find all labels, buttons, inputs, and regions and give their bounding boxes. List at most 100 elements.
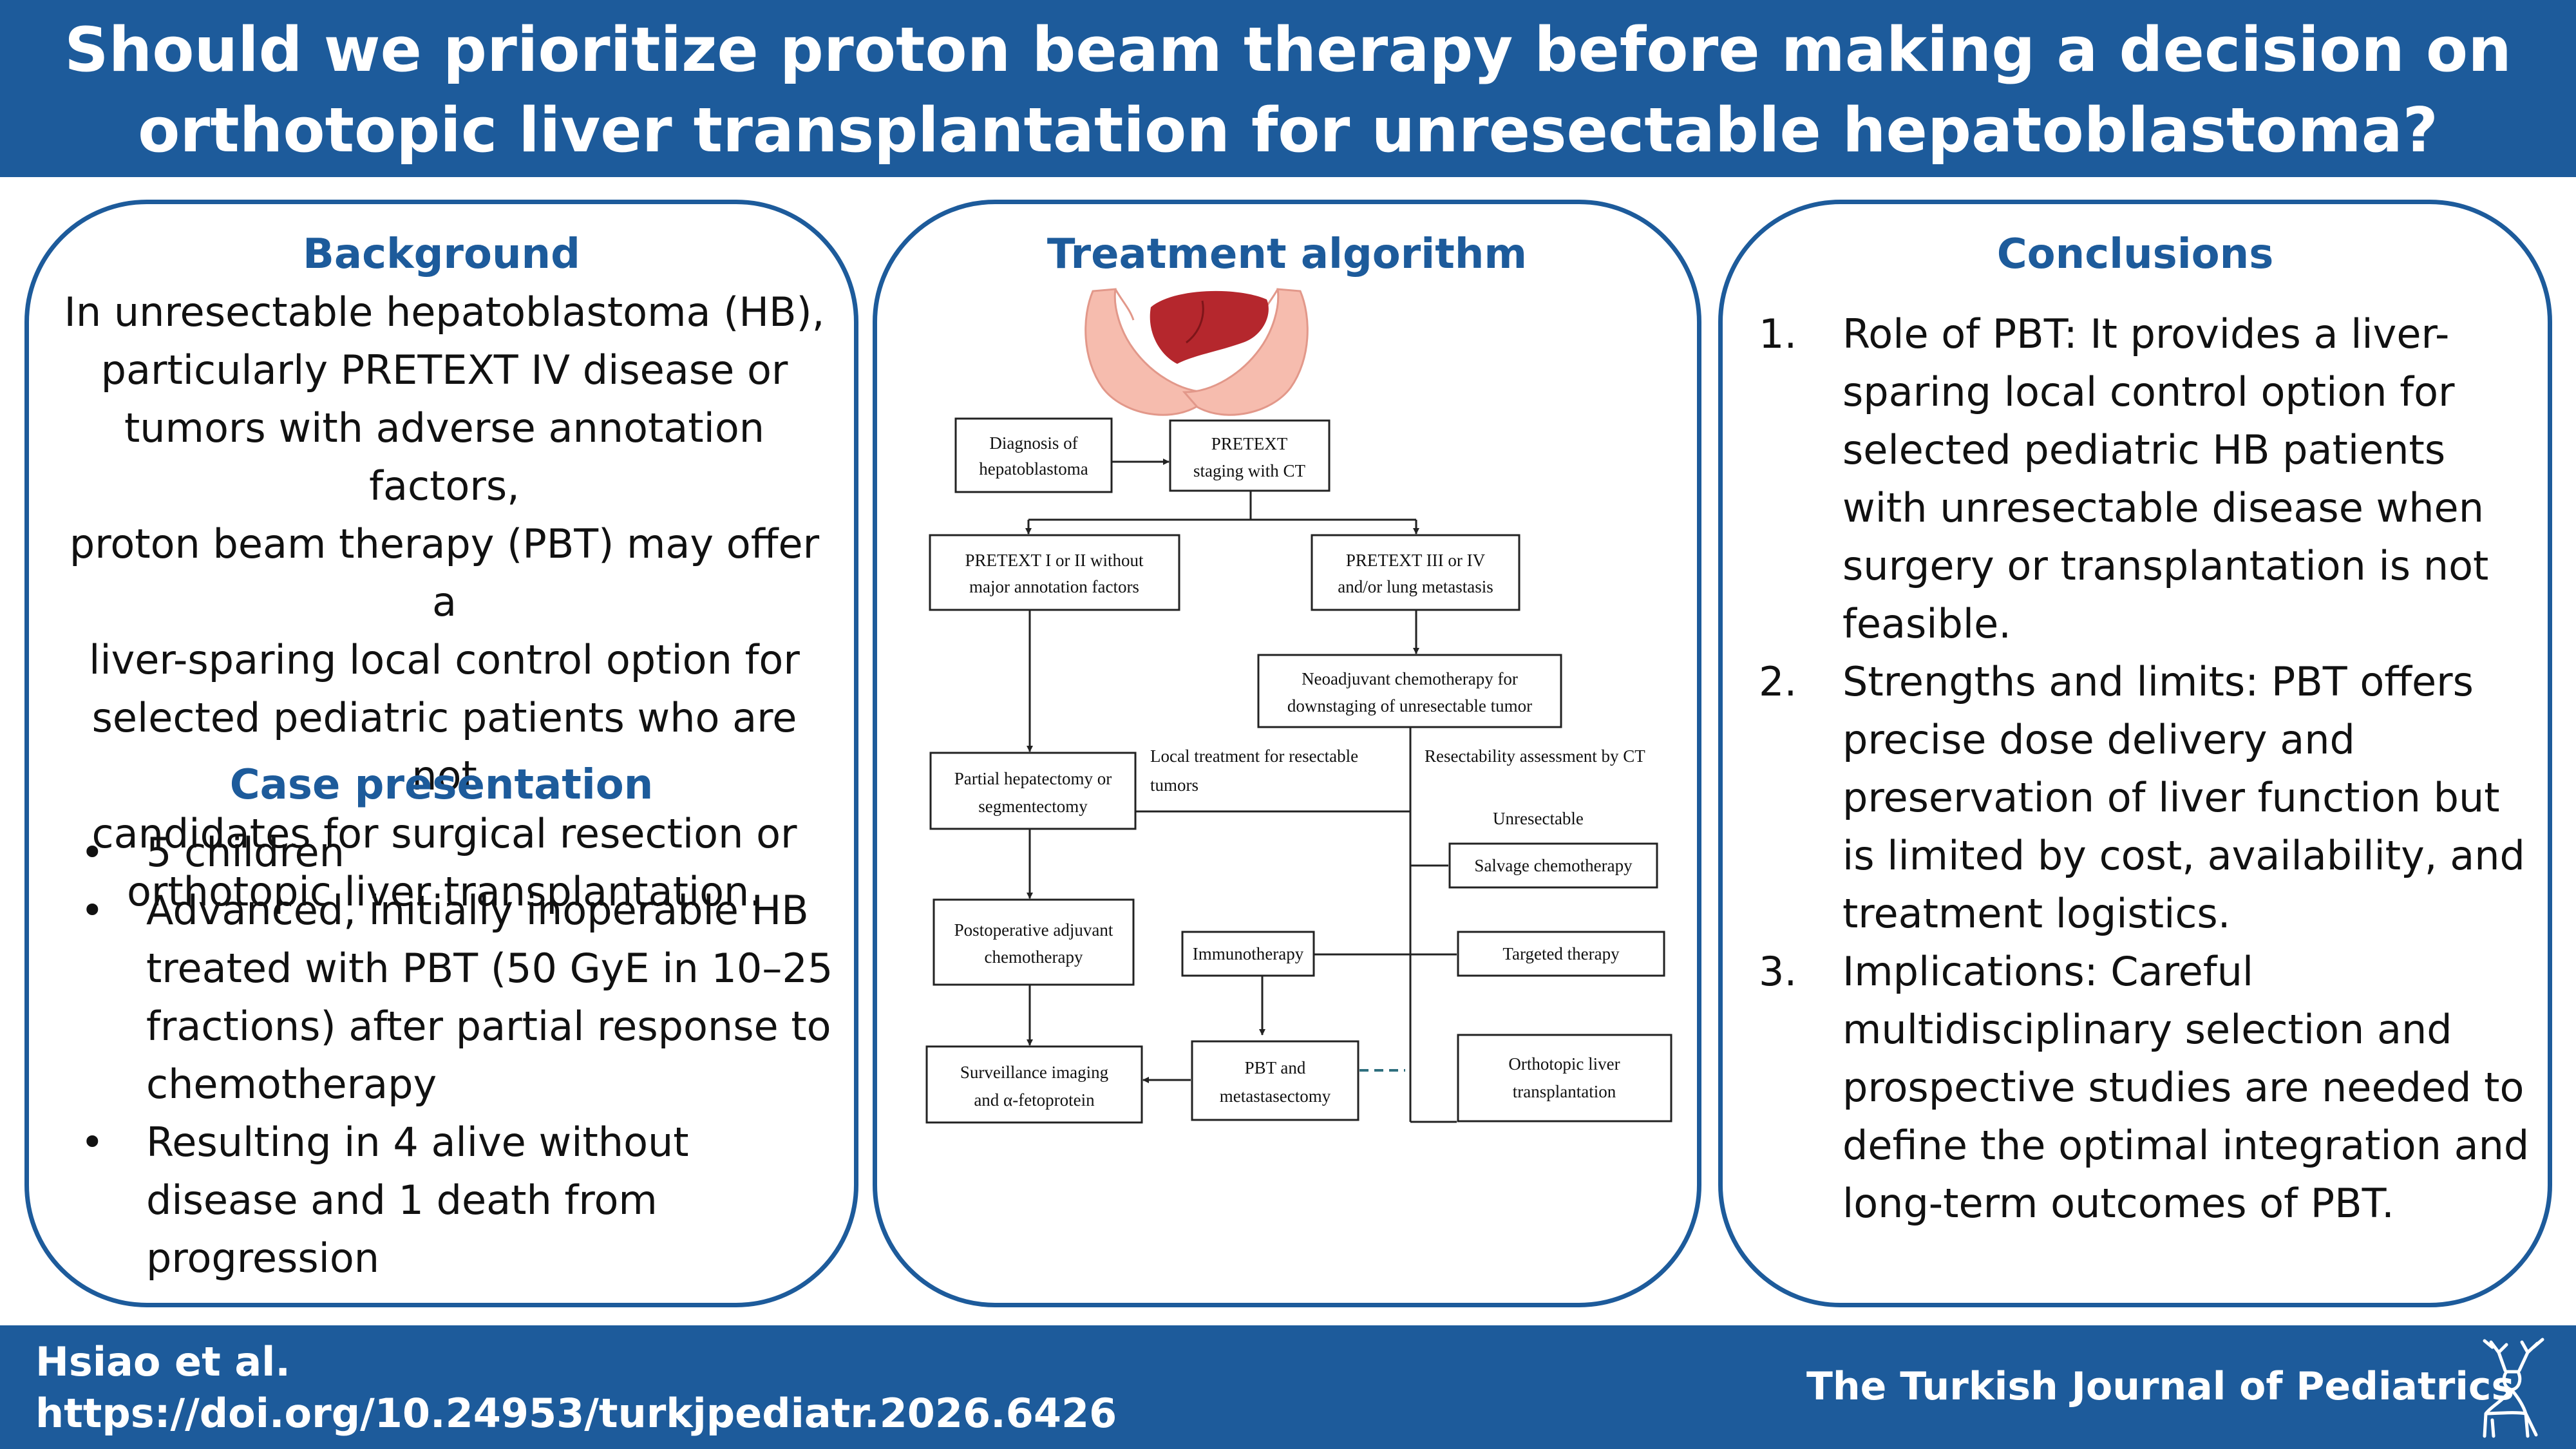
box-olt-line: Orthotopic liver xyxy=(1508,1054,1620,1074)
case-bullet: • Advanced, initially inoperable HB trea… xyxy=(68,882,840,1113)
box-pretext-1-2-line: PRETEXT I or II without xyxy=(965,551,1144,570)
box-salvage-chemo: Salvage chemotherapy xyxy=(1448,842,1658,889)
case-bullet-line: Resulting in 4 alive without xyxy=(146,1119,689,1166)
conclusion-line: precise dose delivery and xyxy=(1842,716,2355,763)
box-pretext-line: staging with CT xyxy=(1193,461,1306,480)
case-bullet-line: chemotherapy xyxy=(146,1061,437,1108)
title-bar: Should we prioritize proton beam therapy… xyxy=(0,0,2576,177)
footer-doi[interactable]: https://doi.org/10.24953/turkjpediatr.20… xyxy=(35,1390,1117,1437)
box-neoadjuvant-line: Neoadjuvant chemotherapy for xyxy=(1302,669,1518,688)
algorithm-panel: Treatment algorithm xyxy=(873,200,1701,1307)
case-bullet-line: 5 children xyxy=(146,829,345,876)
case-bullets: • 5 children • Advanced, initially inope… xyxy=(68,824,840,1287)
footer-bar: Hsiao et al. https://doi.org/10.24953/tu… xyxy=(0,1325,2576,1449)
box-partial-hepatectomy: Partial hepatectomy or segmentectomy xyxy=(929,752,1137,830)
conclusion-line: Strengths and limits: PBT offers xyxy=(1842,658,2474,705)
case-bullet: • 5 children xyxy=(68,824,840,882)
conclusions-panel: Conclusions 1. Role of PBT: It provides … xyxy=(1718,200,2552,1307)
conclusion-item: 2. Strengths and limits: PBT offers prec… xyxy=(1741,653,2539,943)
box-targeted-line: Targeted therapy xyxy=(1502,944,1620,963)
box-pretext-1-2: PRETEXT I or II without major annotation… xyxy=(929,534,1180,611)
box-pretext-1-2-line: major annotation factors xyxy=(969,577,1139,596)
box-diagnosis-line: hepatoblastoma xyxy=(979,459,1088,478)
background-line: proton beam therapy (PBT) may offer a xyxy=(69,520,820,625)
conclusions-list: 1. Role of PBT: It provides a liver- spa… xyxy=(1741,305,2539,1233)
background-line: candidates for surgical resection or xyxy=(91,810,797,857)
page-title: Should we prioritize proton beam therapy… xyxy=(64,10,2512,171)
box-pretext-3-4-line: and/or lung metastasis xyxy=(1338,577,1493,596)
conclusion-number: 2. xyxy=(1759,658,1797,705)
case-bullet-line: treated with PBT (50 GyE in 10–25 xyxy=(146,945,833,992)
title-line-1: Should we prioritize proton beam therapy… xyxy=(64,15,2512,86)
box-pretext: PRETEXT staging with CT xyxy=(1169,419,1331,492)
bullet-marker: • xyxy=(80,829,104,876)
conclusion-line: treatment logistics. xyxy=(1842,890,2231,937)
conclusion-line: selected pediatric HB patients xyxy=(1842,426,2446,473)
conclusion-line: multidisciplinary selection and xyxy=(1842,1006,2452,1053)
box-salvage-line: Salvage chemotherapy xyxy=(1474,856,1633,875)
conclusion-line: preservation of liver function but xyxy=(1842,774,2500,821)
background-line: selected pediatric patients who are not xyxy=(91,694,797,799)
conclusions-heading: Conclusions xyxy=(1996,231,2274,278)
conclusion-number: 3. xyxy=(1759,948,1797,995)
box-diagnosis-line: Diagnosis of xyxy=(989,433,1077,453)
box-immunotherapy: Immunotherapy xyxy=(1181,931,1315,977)
case-bullet-line: disease and 1 death from xyxy=(146,1177,658,1224)
label-local-treatment: Local treatment for resectable xyxy=(1150,746,1358,766)
box-pretext-3-4-line: PRETEXT III or IV xyxy=(1346,551,1486,570)
background-text: In unresectable hepatoblastoma (HB), par… xyxy=(55,283,834,921)
background-line: tumors with adverse annotation factors, xyxy=(124,404,765,509)
box-immuno-line: Immunotherapy xyxy=(1193,944,1304,963)
box-postop-line: Postoperative adjuvant xyxy=(954,920,1113,940)
conclusion-line: long-term outcomes of PBT. xyxy=(1842,1180,2394,1227)
conclusion-line: is limited by cost, availability, and xyxy=(1842,832,2525,879)
box-pbt-line: PBT and xyxy=(1245,1058,1306,1077)
background-line: In unresectable hepatoblastoma (HB), xyxy=(64,289,825,336)
background-line: orthotopic liver transplantation. xyxy=(126,868,762,915)
box-surveillance: Surveillance imaging and α-fetoprotein xyxy=(925,1045,1143,1124)
label-resectability: Resectability assessment by CT xyxy=(1425,746,1645,766)
background-heading: Background xyxy=(303,231,580,278)
conclusion-line: Implications: Careful xyxy=(1842,948,2254,995)
background-line: particularly PRETEXT IV disease or xyxy=(100,346,788,393)
box-pbt-line: metastasectomy xyxy=(1220,1086,1331,1106)
treatment-flowchart: Diagnosis of hepatoblastoma PRETEXT stag… xyxy=(925,288,1672,1124)
case-bullet-line: progression xyxy=(146,1235,380,1282)
box-neoadjuvant: Neoadjuvant chemotherapy for downstaging… xyxy=(1257,654,1562,728)
box-surveillance-line: and α-fetoprotein xyxy=(974,1090,1095,1110)
conclusion-line: sparing local control option for xyxy=(1842,368,2455,415)
case-bullet: • Resulting in 4 alive without disease a… xyxy=(68,1113,840,1287)
conclusion-item: 3. Implications: Careful multidisciplina… xyxy=(1741,943,2539,1233)
label-unresectable: Unresectable xyxy=(1493,809,1584,828)
box-pretext-3-4: PRETEXT III or IV and/or lung metastasis xyxy=(1311,534,1520,611)
box-targeted-therapy: Targeted therapy xyxy=(1457,931,1665,977)
algorithm-heading: Treatment algorithm xyxy=(1046,231,1528,278)
bullet-marker: • xyxy=(80,1119,104,1166)
box-surveillance-line: Surveillance imaging xyxy=(960,1063,1108,1082)
box-postop-chemo: Postoperative adjuvant chemotherapy xyxy=(933,898,1135,986)
conclusion-line: feasible. xyxy=(1842,600,2011,647)
conclusion-line: surgery or transplantation is not xyxy=(1842,542,2489,589)
background-line: liver-sparing local control option for xyxy=(89,636,800,683)
conclusion-line: define the optimal integration and xyxy=(1842,1122,2530,1169)
conclusion-number: 1. xyxy=(1759,310,1797,357)
footer-journal: The Turkish Journal of Pediatrics xyxy=(1806,1364,2515,1409)
box-partial-line: Partial hepatectomy or xyxy=(954,769,1112,788)
label-local-treatment: tumors xyxy=(1150,775,1198,795)
conclusion-item: 1. Role of PBT: It provides a liver- spa… xyxy=(1741,305,2539,653)
case-heading: Case presentation xyxy=(229,761,654,809)
hands-holding-liver-icon xyxy=(1084,288,1309,416)
box-liver-transplant: Orthotopic liver transplantation xyxy=(1457,1034,1672,1122)
box-diagnosis: Diagnosis of hepatoblastoma xyxy=(954,417,1113,493)
bullet-marker: • xyxy=(80,887,104,934)
case-bullet-line: fractions) after partial response to xyxy=(146,1003,831,1050)
deer-logo-icon xyxy=(2483,1338,2544,1438)
box-pretext-line: PRETEXT xyxy=(1211,434,1288,453)
title-line-2: orthotopic liver transplantation for unr… xyxy=(138,95,2438,166)
flow-connectors xyxy=(1025,459,1457,1123)
footer-authors: Hsiao et al. xyxy=(35,1338,290,1385)
box-partial-line: segmentectomy xyxy=(978,797,1088,816)
box-postop-line: chemotherapy xyxy=(985,947,1083,967)
conclusion-line: prospective studies are needed to xyxy=(1842,1064,2524,1111)
case-bullet-line: Advanced, initially inoperable HB xyxy=(146,887,809,934)
